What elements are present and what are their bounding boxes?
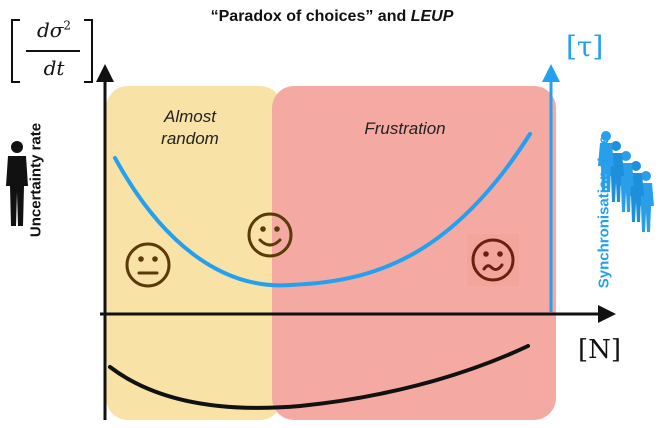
fraction-left-bracket	[11, 19, 20, 83]
fraction-right-bracket	[84, 19, 93, 83]
title-text: “Paradox of choices” and	[210, 8, 411, 25]
synchronisation-time-symbol: [τ]	[566, 30, 604, 63]
neutral-face-icon	[125, 242, 171, 288]
uncertainty-rate-symbol: dσ2 dt	[4, 16, 104, 86]
frustration-label: Frustration	[364, 119, 446, 138]
standing-person-icon	[6, 141, 28, 226]
fraction-denominator: dt	[43, 56, 65, 80]
right-axis-arrowhead	[542, 64, 560, 82]
title-italic-text: LEUP	[410, 8, 454, 25]
smiling-face-icon	[247, 212, 293, 258]
black-uncertainty-curve	[108, 344, 530, 410]
left-axis-arrowhead	[96, 64, 114, 82]
x-axis-arrowhead	[598, 305, 616, 323]
worried-face-icon	[467, 234, 519, 286]
crowd-of-people-icon	[598, 131, 654, 232]
fraction-numerator: dσ2	[36, 18, 72, 42]
blue-synchronisation-curve	[113, 132, 532, 288]
diagram-title: “Paradox of choices” and LEUP	[0, 8, 664, 26]
x-axis-symbol: [N]	[578, 335, 622, 365]
